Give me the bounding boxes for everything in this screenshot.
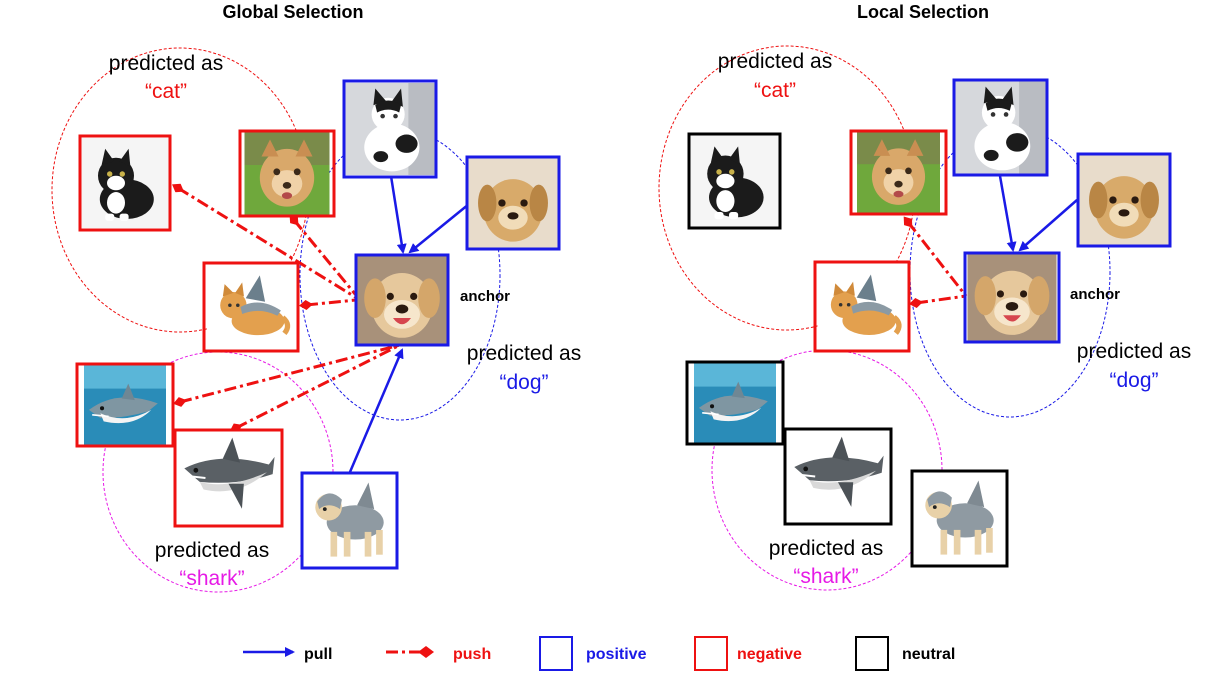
cluster-shark-prefix: predicted as	[769, 537, 883, 560]
thumbnail-dog-anchor	[354, 253, 450, 347]
legend: pull push positive negative neutral	[243, 636, 955, 671]
thumbnail-cat-shark-costume	[202, 261, 300, 353]
thumbnail-cat-shark-costume	[813, 260, 911, 353]
thumbnail-dog-puppy	[1076, 152, 1172, 248]
push-edge	[289, 214, 362, 301]
thumbnail-dog-puppy	[465, 155, 561, 251]
legend-item-positive: positive	[539, 636, 647, 671]
legend-pull-label: pull	[304, 646, 332, 663]
thumbnail-shark-underwater	[75, 362, 175, 448]
cluster-dog-label: “dog”	[1109, 369, 1158, 392]
thumbnail-cat-black-white	[78, 134, 172, 232]
cluster-cat-label: “cat”	[754, 79, 796, 102]
pull-edge	[998, 175, 1017, 252]
panel-title: Global Selection	[222, 2, 363, 22]
thumbnail-shark-white	[173, 428, 284, 528]
neutral-box-icon	[855, 636, 889, 671]
cluster-shark-label: “shark”	[793, 565, 858, 588]
cluster-shark-prefix: predicted as	[155, 539, 269, 562]
push-diamond-head	[418, 646, 434, 658]
panel-title: Local Selection	[857, 2, 989, 22]
cluster-dog-label: “dog”	[499, 371, 548, 394]
thumbnail-shark-white	[783, 427, 893, 526]
anchor-label: anchor	[460, 288, 510, 305]
pull-edge	[389, 175, 407, 254]
thumbnail-dog-anchor	[963, 251, 1061, 344]
anchor-label: anchor	[1070, 286, 1120, 303]
push-edges	[172, 183, 401, 433]
legend-push-label: push	[453, 646, 491, 663]
thumbnail-dog-shark-costume	[300, 471, 399, 570]
push-edge	[229, 343, 401, 433]
negative-box-icon	[694, 636, 728, 671]
pull-edge	[348, 348, 404, 473]
legend-item-neutral: neutral	[855, 636, 955, 671]
thumbnail-dog-shark-costume	[910, 469, 1009, 568]
push-edge	[172, 183, 361, 302]
legend-positive-label: positive	[586, 646, 647, 663]
thumbnail-shark-underwater	[685, 360, 785, 446]
push-edge	[299, 298, 357, 310]
thumbnail-cat-black-white	[687, 132, 782, 230]
push-edge	[173, 343, 401, 407]
panel-local-selection: Local Selection predicted as “cat” predi…	[658, 2, 1191, 591]
cluster-cat-prefix: predicted as	[109, 52, 223, 75]
legend-item-negative: negative	[694, 636, 802, 671]
legend-neutral-label: neutral	[902, 646, 955, 663]
push-edge	[909, 294, 967, 308]
positive-box-icon	[539, 636, 573, 671]
cluster-cat-label: “cat”	[145, 80, 187, 103]
pull-edges	[998, 175, 1078, 252]
cluster-dog-prefix: predicted as	[1077, 340, 1191, 363]
push-edges	[903, 216, 968, 308]
cluster-shark-label: “shark”	[179, 567, 244, 590]
thumbnail-cat-bw-standing	[952, 78, 1049, 177]
legend-item-push: push	[386, 646, 491, 663]
pull-edge	[408, 203, 470, 254]
thumbnail-cat-bw-standing	[342, 79, 438, 179]
legend-negative-label: negative	[737, 646, 802, 663]
pull-edge	[1018, 199, 1078, 252]
thumbnail-cat-dog-hybrid	[849, 129, 948, 216]
cluster-cat-prefix: predicted as	[718, 50, 832, 73]
thumbnail-cat-dog-hybrid	[238, 129, 336, 218]
legend-item-pull: pull	[243, 646, 332, 663]
cluster-dog-prefix: predicted as	[467, 342, 581, 365]
panel-global-selection: Global Selection predicted as “cat” pred…	[51, 2, 581, 593]
push-edge	[903, 216, 968, 297]
pull-edges	[348, 175, 470, 473]
